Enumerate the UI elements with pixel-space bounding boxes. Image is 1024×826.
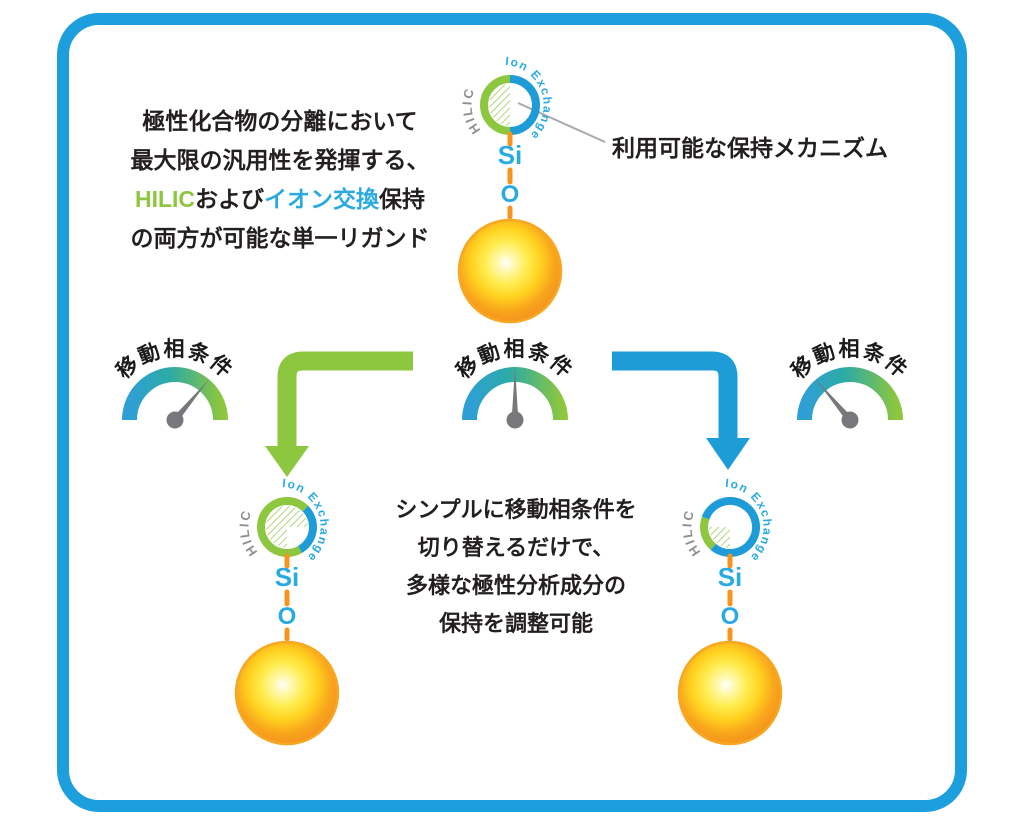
bottom-note-line-2: 切り替えるだけで、 — [417, 535, 615, 560]
ion-exchange-arc — [509, 75, 540, 135]
hilic-ring-label: HILIC — [679, 507, 703, 559]
bottom-note: シンプルに移動相条件を 切り替えるだけで、 多様な極性分析成分の 保持を調整可能 — [360, 491, 672, 643]
ion-exchange-arc — [701, 497, 761, 557]
hilic-arc — [700, 516, 717, 550]
hilic-hatch-three-quarter — [266, 506, 308, 548]
bottom-note-line-1: シンプルに移動相条件を — [395, 497, 637, 522]
top-note-line-4: の両方が可能な単一リガンド — [130, 225, 430, 251]
ion-exchange-arc — [297, 505, 317, 553]
hilic-arc — [257, 496, 309, 557]
o-label: O — [721, 603, 740, 630]
particle-sphere — [457, 218, 563, 324]
particle-sphere — [234, 640, 340, 746]
gauge-left: 移動相条件 — [112, 337, 236, 429]
bottom-note-line-4: 保持を調整可能 — [438, 611, 593, 636]
hilic-hatch-quarter — [709, 527, 730, 548]
gauge-center: 移動相条件 — [452, 337, 576, 429]
top-note-line-2: 最大限の汎用性を発揮する、 — [130, 147, 430, 173]
si-label: Si — [718, 562, 743, 592]
molecule-icon-bottom-right: HILIC Ion Exchange Si O — [677, 477, 783, 746]
gauge-needle — [815, 379, 859, 429]
gauge-needle — [166, 379, 210, 429]
top-note: 極性化合物の分離において 最大限の汎用性を発揮する、 HILICおよびイオン交換… — [95, 102, 465, 258]
bottom-note-line-3: 多様な極性分析成分の — [405, 573, 626, 598]
molecule-icon-top: HILIC Ion Exchange Si O — [457, 55, 563, 324]
callout-label: 利用可能な保持メカニズム — [612, 135, 888, 161]
hilic-ring-label: HILIC — [236, 507, 260, 559]
top-note-line-1: 極性化合物の分離において — [142, 108, 418, 134]
gauge-arc — [122, 367, 228, 421]
hilic-text: HILIC — [134, 186, 196, 212]
hilic-ring-label: HILIC — [459, 85, 483, 137]
hilic-arc — [480, 75, 511, 135]
o-label: O — [501, 181, 520, 208]
top-note-line-3: HILICおよびイオン交換保持 — [134, 186, 426, 212]
arrow-down-left — [265, 351, 413, 477]
molecule-icon-bottom-left: HILIC Ion Exchange Si O — [234, 477, 340, 746]
si-label: Si — [275, 562, 300, 592]
gauge-arc — [797, 367, 903, 421]
o-label: O — [278, 603, 297, 630]
gauge-right: 移動相条件 — [787, 337, 911, 429]
si-label: Si — [498, 140, 523, 170]
particle-sphere — [677, 640, 783, 746]
gauge-needle — [506, 367, 524, 429]
hilic-hatch-half — [489, 84, 510, 126]
ion-exchange-text: イオン交換 — [264, 186, 380, 212]
arrow-down-right — [612, 351, 750, 470]
